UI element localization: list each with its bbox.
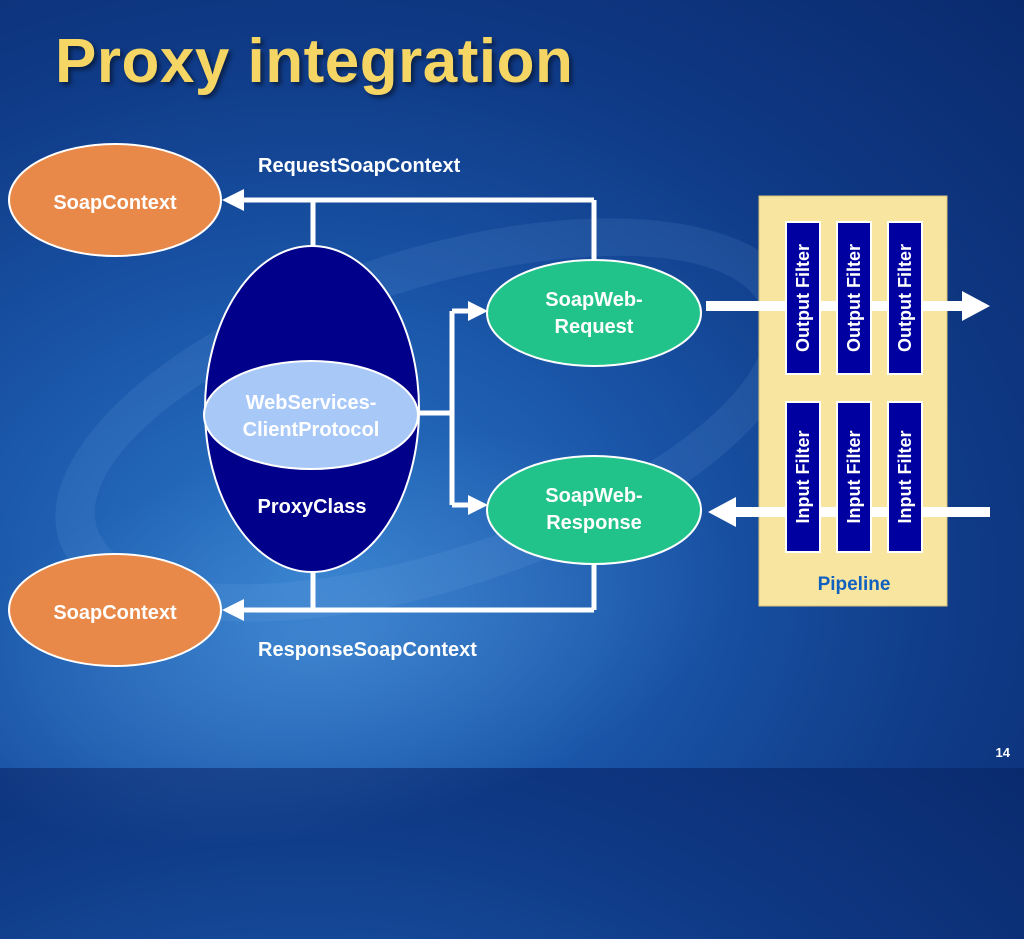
connectors-bottom bbox=[222, 564, 597, 621]
page-number: 14 bbox=[995, 745, 1010, 760]
input-filter-label: Input Filter bbox=[895, 431, 915, 524]
output-filter: Output Filter bbox=[785, 221, 821, 375]
output-filter: Output Filter bbox=[836, 221, 872, 375]
input-filter: Input Filter bbox=[836, 401, 872, 553]
input-filter-label: Input Filter bbox=[793, 431, 813, 524]
web-response-label-line1: SoapWeb- bbox=[545, 485, 642, 507]
output-filter: Output Filter bbox=[887, 221, 923, 375]
connectors-protocol bbox=[416, 301, 488, 515]
input-filter: Input Filter bbox=[785, 401, 821, 553]
arrow-to-soapcontext-top bbox=[222, 189, 244, 211]
pipeline-label: Pipeline bbox=[818, 574, 891, 595]
arrow-to-web-response bbox=[468, 495, 488, 515]
web-request-label-line2: Request bbox=[555, 316, 634, 338]
proxy-integration-diagram: Pipeline Output Filter Output Filter Out… bbox=[8, 143, 948, 667]
web-request-label-line1: SoapWeb- bbox=[545, 289, 642, 311]
response-soap-context-label: ResponseSoapContext bbox=[258, 639, 477, 661]
arrow-to-soapcontext-bottom bbox=[222, 599, 244, 621]
soap-web-request: SoapWeb- Request bbox=[486, 259, 702, 367]
arrow-to-web-request bbox=[468, 301, 488, 321]
input-filter: Input Filter bbox=[887, 401, 923, 553]
request-soap-context-label: RequestSoapContext bbox=[258, 155, 461, 177]
soap-web-response: SoapWeb- Response bbox=[486, 455, 702, 565]
slide-title: Proxy integration bbox=[55, 27, 574, 96]
input-filter-label: Input Filter bbox=[844, 431, 864, 524]
output-filter-label: Output Filter bbox=[844, 244, 864, 352]
soap-context-bottom-label: SoapContext bbox=[53, 602, 177, 624]
connectors-top bbox=[222, 189, 597, 262]
output-filter-label: Output Filter bbox=[793, 244, 813, 352]
client-protocol-label-line1: WebServices- bbox=[246, 392, 377, 414]
soap-context-top-label: SoapContext bbox=[53, 192, 177, 214]
web-response-label-line2: Response bbox=[546, 512, 642, 534]
client-protocol-label-line2: ClientProtocol bbox=[243, 419, 380, 441]
web-services-client-protocol: WebServices- ClientProtocol bbox=[203, 360, 419, 470]
proxy-class-label: ProxyClass bbox=[258, 496, 367, 518]
output-filter-label: Output Filter bbox=[895, 244, 915, 352]
soap-context-top: SoapContext bbox=[8, 143, 222, 257]
soap-context-bottom: SoapContext bbox=[8, 553, 222, 667]
